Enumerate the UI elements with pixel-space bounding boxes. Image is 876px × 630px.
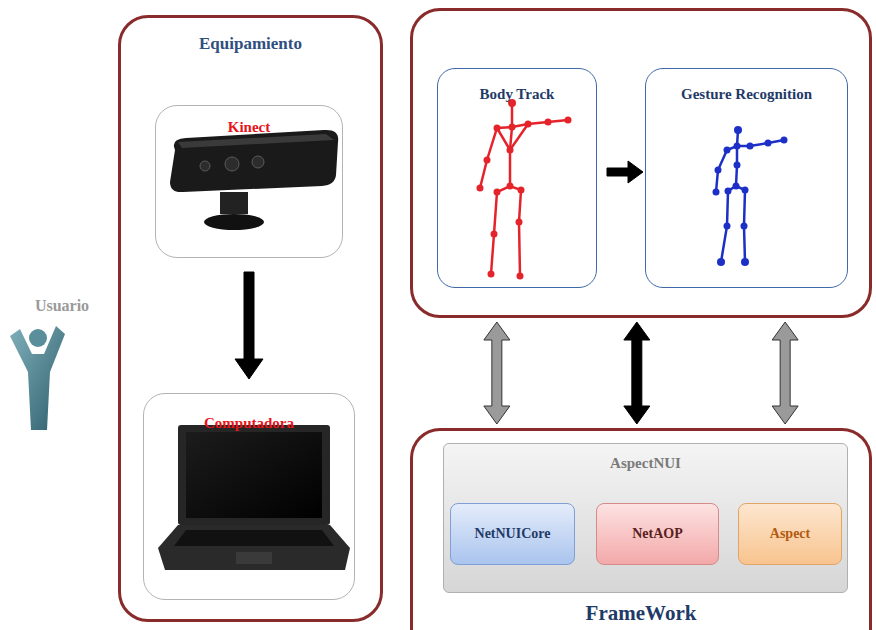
framework-panel: FrameWork AspectNUI NetNUICore NetAOP Aspect xyxy=(410,428,872,630)
box-title: Computadora xyxy=(204,414,294,432)
processing-panel: Body Track Gesture Recognition xyxy=(410,8,872,318)
box-title: NetNUICore xyxy=(475,526,551,543)
module-box: NetAOP xyxy=(596,503,719,565)
box-title: Equipamiento xyxy=(199,34,302,54)
user-label: Usuario xyxy=(14,297,110,315)
process-box: Gesture Recognition xyxy=(645,68,848,288)
box-title: AspectNUI xyxy=(610,454,681,472)
box-title: Body Track xyxy=(480,85,555,103)
kinect-device xyxy=(170,130,338,230)
box-title: Aspect xyxy=(770,526,810,543)
box-title: NetAOP xyxy=(632,526,683,543)
arrow-connector xyxy=(235,272,263,379)
module-box: NetNUICore xyxy=(450,503,575,565)
library-box: AspectNUI NetNUICore NetAOP Aspect xyxy=(443,443,848,593)
box-title: Kinect xyxy=(228,118,271,136)
arrow-connector xyxy=(484,322,510,424)
process-box: Body Track xyxy=(437,68,597,288)
box-title: FrameWork xyxy=(586,601,697,626)
arrow-connector xyxy=(772,322,798,424)
equipment-panel: EquipamientoKinectComputadora xyxy=(118,15,383,622)
device-box: Kinect xyxy=(155,105,343,258)
laptop-computer xyxy=(158,425,350,570)
device-box: Computadora xyxy=(143,393,355,600)
arrow-connector xyxy=(607,161,643,183)
gesture-skeleton xyxy=(713,126,788,266)
tracked-skeleton xyxy=(477,99,572,280)
arrow-connector xyxy=(624,322,650,424)
module-box: Aspect xyxy=(738,503,842,565)
box-title: Gesture Recognition xyxy=(681,85,812,103)
user-icon xyxy=(10,326,65,430)
